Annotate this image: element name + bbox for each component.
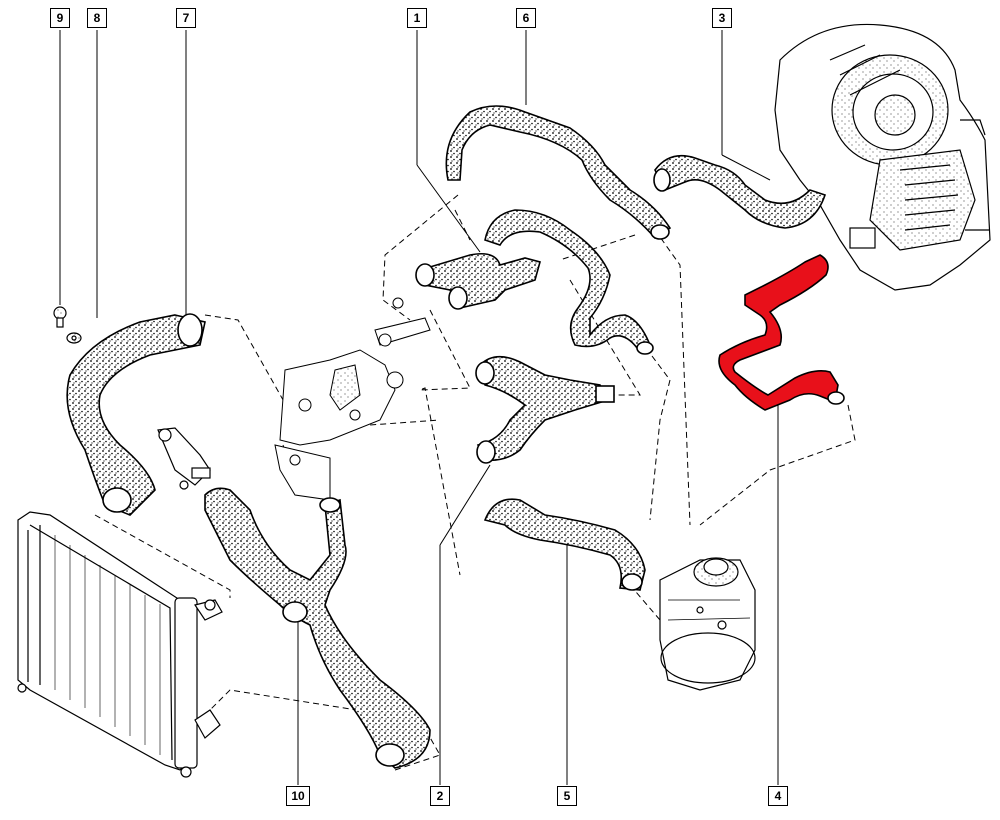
expansion-tank <box>659 557 756 691</box>
callout-4: 4 <box>768 786 788 806</box>
callout-3: 3 <box>712 8 732 28</box>
hose-4-highlighted <box>718 254 845 411</box>
callout-10: 10 <box>286 786 310 806</box>
callout-5: 5 <box>557 786 577 806</box>
engine-fragment <box>274 297 431 501</box>
hose-3 <box>653 154 827 229</box>
callout-6: 6 <box>516 8 536 28</box>
radiator <box>17 511 223 778</box>
callout-1: 1 <box>407 8 427 28</box>
hose-5 <box>483 498 646 591</box>
hose-2 <box>475 355 615 464</box>
hose-7 <box>66 313 206 516</box>
leader-lines <box>59 30 779 785</box>
callout-9: 9 <box>50 8 70 28</box>
callout-2: 2 <box>430 786 450 806</box>
callout-7: 7 <box>176 8 196 28</box>
heater-unit <box>774 23 991 291</box>
callout-8: 8 <box>87 8 107 28</box>
thermostat-housing <box>157 427 211 490</box>
hose-6 <box>445 105 672 240</box>
hose-1 <box>415 209 654 355</box>
clamp-fitting-8 <box>66 332 82 344</box>
hose-10 <box>204 487 431 769</box>
clamp-fitting-9 <box>53 306 67 328</box>
